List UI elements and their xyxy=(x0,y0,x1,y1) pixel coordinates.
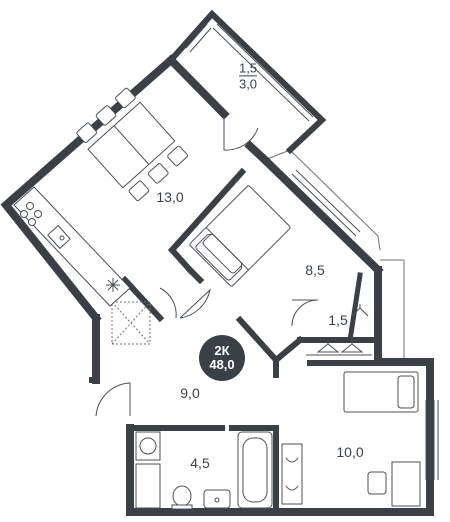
wall-kitchen-outer xyxy=(0,54,177,324)
dining-set xyxy=(76,87,188,202)
area-loggia: 1,5 3,0 xyxy=(238,60,258,91)
wall-loggia-outer xyxy=(166,9,327,155)
area-room-2: 10,0 xyxy=(336,444,364,460)
hangers xyxy=(306,304,372,356)
area-wardrobe: 1,5 xyxy=(328,312,348,328)
loggia-door xyxy=(223,116,259,151)
apartment-type: 2К xyxy=(214,343,230,359)
chair xyxy=(367,471,387,495)
loggia-area-top: 1,5 xyxy=(238,60,258,76)
bed xyxy=(189,185,291,287)
toilet xyxy=(172,485,192,507)
kitchen-counter xyxy=(13,186,131,307)
bath-fixtures xyxy=(135,431,303,510)
apartment-total-area: 48,0 xyxy=(209,357,235,372)
walls xyxy=(0,9,434,516)
hall-door-top xyxy=(159,287,177,319)
double-sink xyxy=(281,443,303,505)
room2-furniture xyxy=(343,371,421,507)
area-bedroom: 8,5 xyxy=(305,262,325,278)
windows xyxy=(185,23,439,480)
area-hallway: 9,0 xyxy=(180,385,200,401)
desk xyxy=(391,461,421,507)
cabinet xyxy=(135,463,161,509)
doors xyxy=(95,116,319,417)
bedroom-door xyxy=(179,288,211,319)
wardrobe-door xyxy=(291,299,319,327)
appliance-icon xyxy=(106,278,120,292)
entry-door xyxy=(95,382,131,417)
area-bathroom: 4,5 xyxy=(190,455,210,471)
apartment-badge: 2К 48,0 xyxy=(199,335,245,381)
area-kitchen-living: 13,0 xyxy=(156,189,184,205)
hall-closet xyxy=(111,301,151,345)
loggia-area-bottom: 3,0 xyxy=(238,75,258,91)
